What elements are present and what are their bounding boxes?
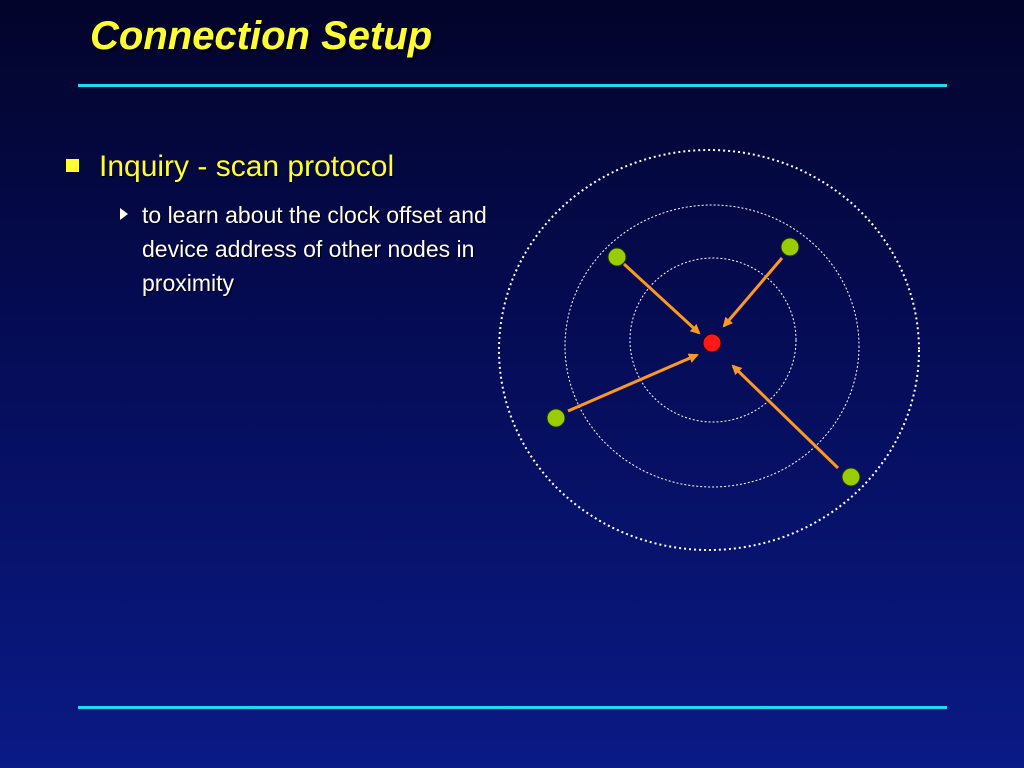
peer-node-left bbox=[546, 408, 566, 428]
peer-node-top-left bbox=[607, 247, 627, 267]
arrow-bottom-right bbox=[731, 364, 840, 470]
sub-bullet-item: to learn about the clock offset and devi… bbox=[120, 198, 522, 300]
triangle-arrow-icon bbox=[120, 208, 128, 220]
footer-divider bbox=[78, 706, 947, 709]
bullet-item: Inquiry - scan protocol bbox=[66, 150, 394, 184]
peer-node-bottom-right bbox=[841, 467, 861, 487]
inner-range-ring bbox=[629, 257, 797, 423]
arrow-top-left bbox=[622, 262, 701, 335]
slide-title: Connection Setup bbox=[90, 14, 433, 58]
arrow-top-right bbox=[722, 257, 784, 328]
bullet-text: Inquiry - scan protocol bbox=[99, 150, 395, 183]
title-divider bbox=[78, 84, 947, 87]
square-bullet-icon bbox=[66, 159, 79, 172]
peer-node-top-right bbox=[780, 237, 800, 257]
center-node bbox=[702, 333, 722, 353]
arrow-left bbox=[567, 353, 699, 413]
outer-range-ring bbox=[498, 149, 920, 551]
sub-bullet-text: to learn about the clock offset and devi… bbox=[142, 202, 487, 296]
middle-range-ring bbox=[564, 204, 860, 488]
